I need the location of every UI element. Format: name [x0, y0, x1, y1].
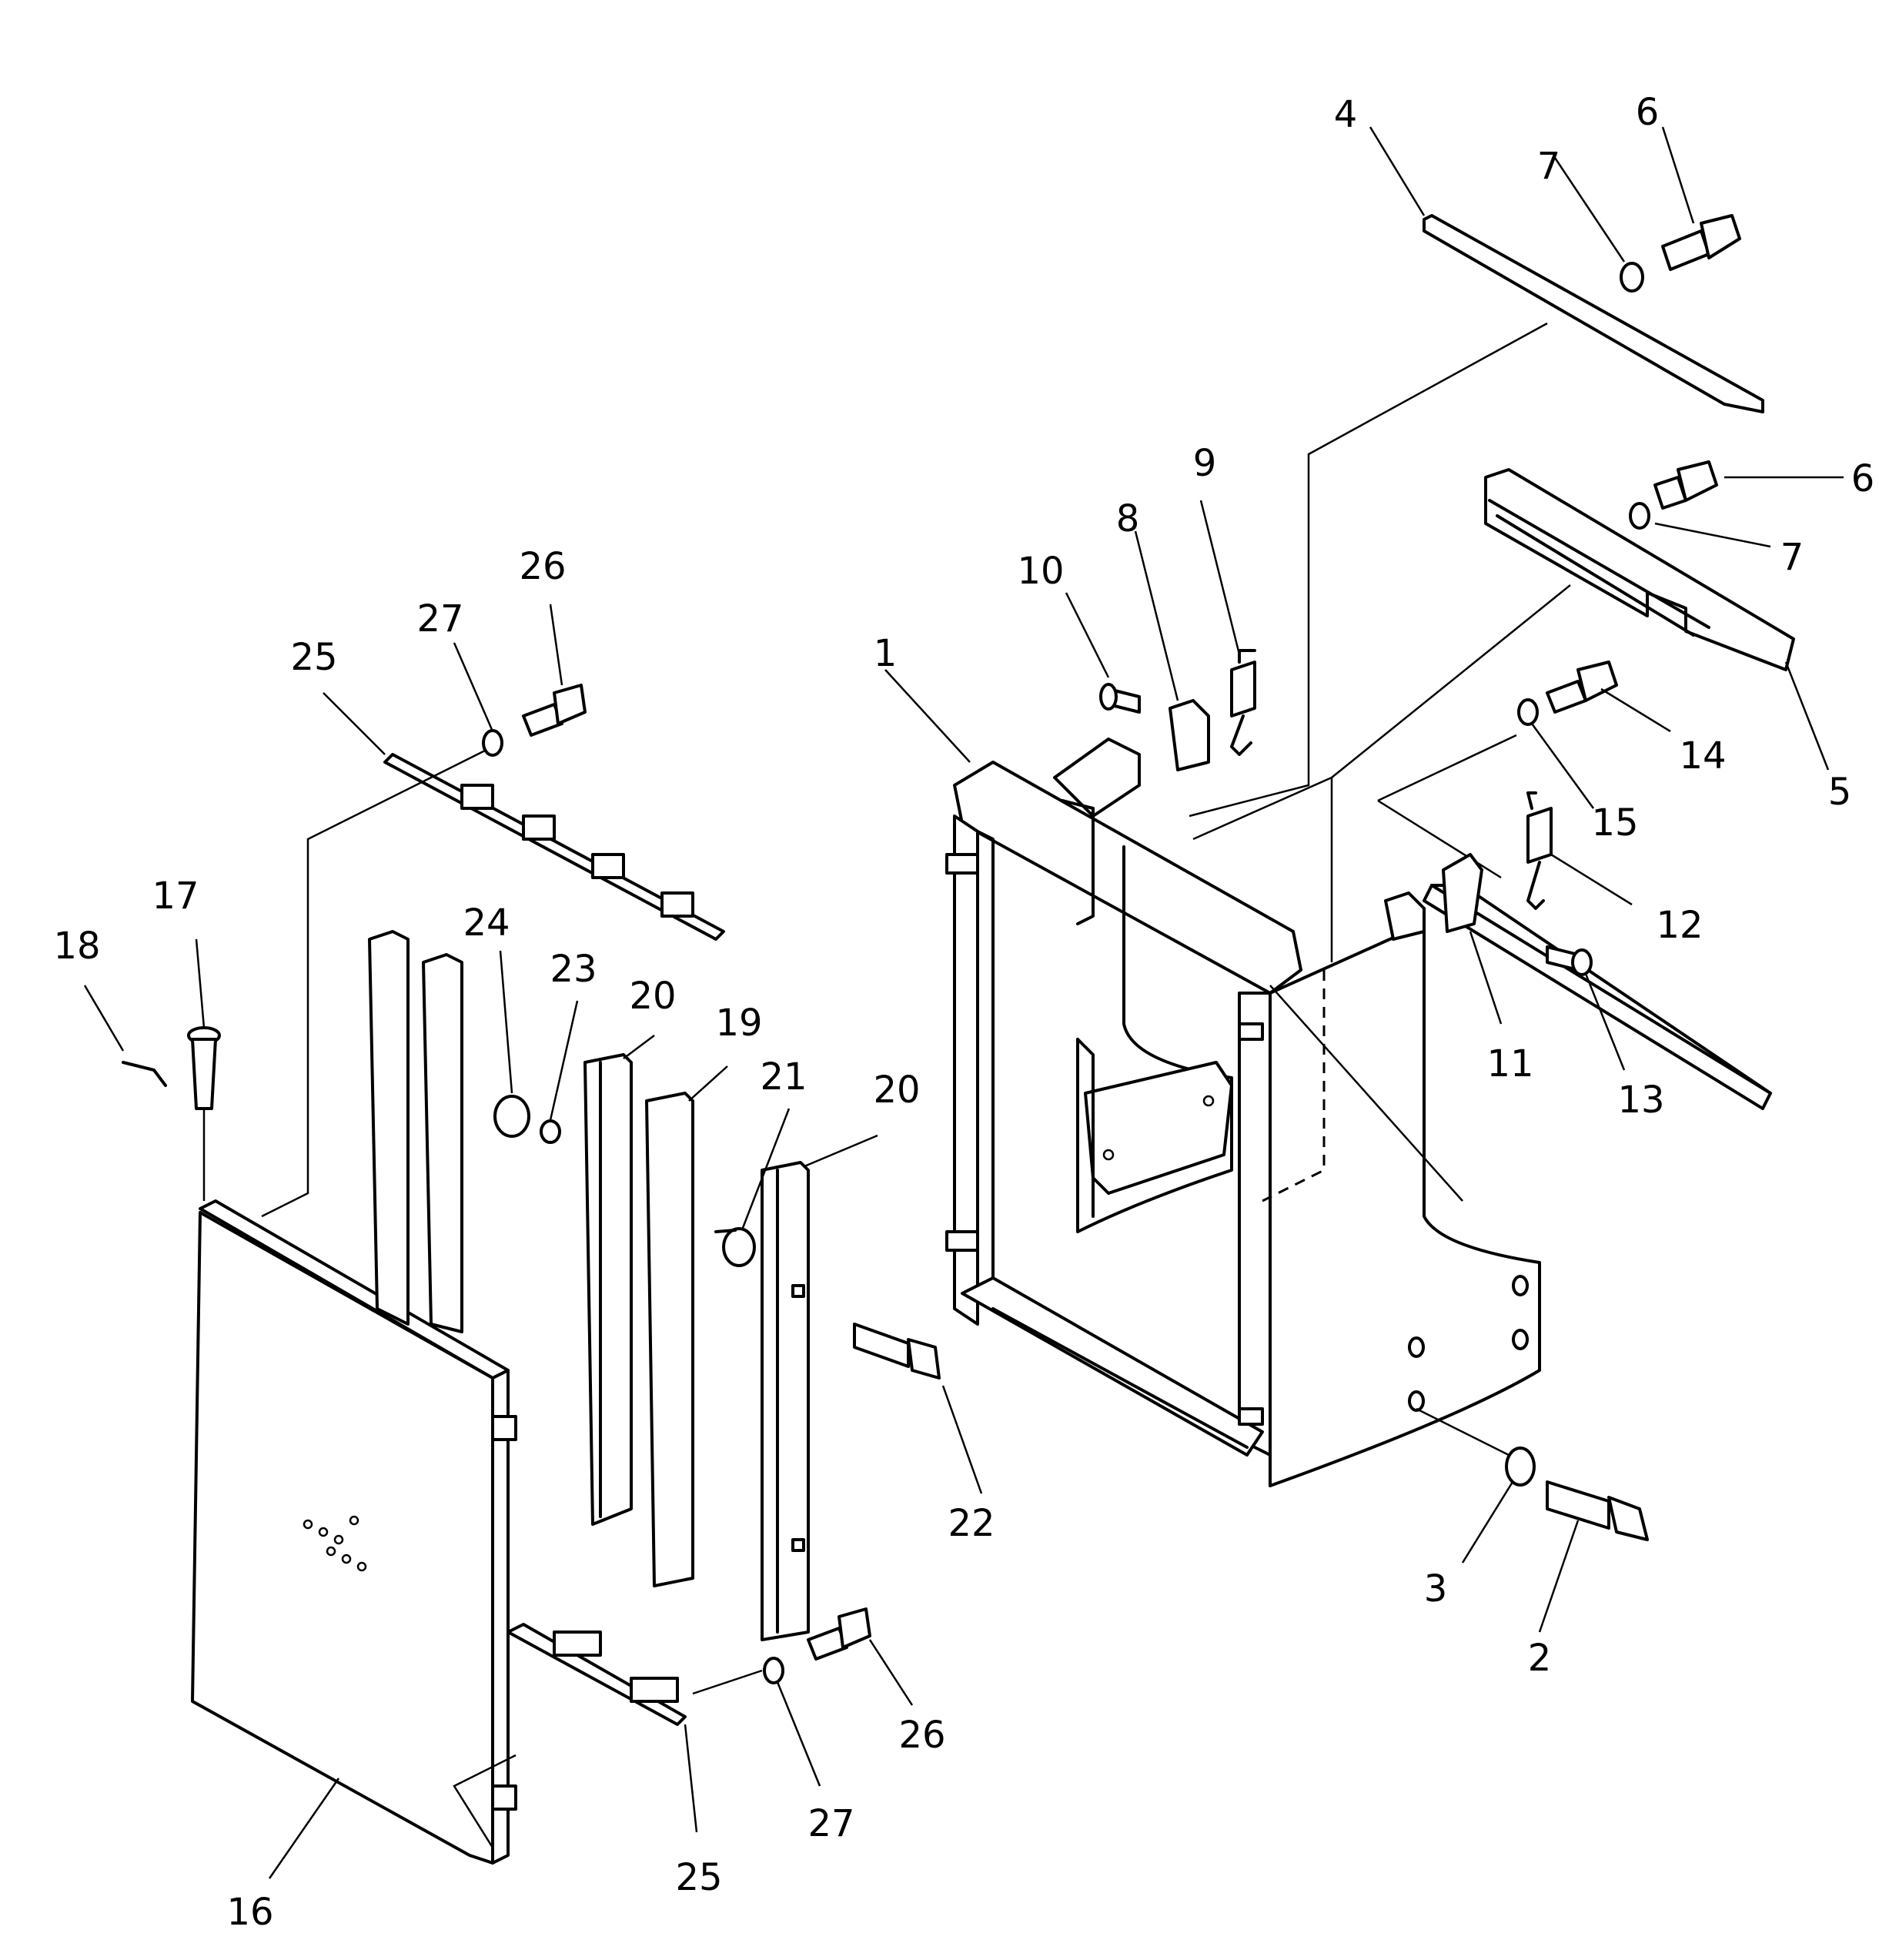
part-20-channel-left	[583, 1053, 633, 1526]
callout-20-left: 20	[629, 975, 676, 1018]
fasteners-right	[1099, 214, 1741, 1541]
callout-27-top: 27	[416, 597, 463, 641]
part-19-bar	[645, 1092, 694, 1587]
callout-24: 24	[463, 901, 510, 945]
callout-6-top: 6	[1636, 91, 1660, 134]
part-25-upper-rail	[383, 753, 725, 941]
callout-4: 4	[1334, 93, 1358, 136]
callout-10: 10	[1017, 550, 1064, 593]
callout-7-right: 7	[1780, 536, 1804, 579]
callout-numbers: 1 2 3 4 5 6 6 7 7 8 9 10 11 12 13 14 15 …	[53, 91, 1874, 1934]
callout-11: 11	[1486, 1042, 1533, 1085]
callout-15: 15	[1591, 801, 1638, 845]
callout-5: 5	[1828, 771, 1852, 814]
callout-1: 1	[874, 632, 898, 675]
callout-7-top: 7	[1537, 145, 1561, 188]
callout-14: 14	[1679, 734, 1726, 778]
callout-20-right: 20	[873, 1069, 920, 1112]
callout-13: 13	[1617, 1079, 1664, 1122]
part-25-lower-rail	[507, 1623, 687, 1726]
part-5-strip	[1484, 468, 1795, 671]
callout-22: 22	[948, 1502, 995, 1545]
part-16-panel	[191, 1199, 517, 1865]
part-1-frame	[945, 738, 1541, 1487]
vertical-strips	[368, 930, 463, 1333]
callout-25-top: 25	[290, 636, 337, 679]
part-4-top-strip	[1423, 214, 1764, 413]
callout-18: 18	[53, 925, 100, 968]
callout-3: 3	[1424, 1567, 1448, 1610]
leader-lines-right	[1189, 322, 1571, 1457]
callout-19: 19	[715, 1002, 762, 1045]
callout-16: 16	[226, 1891, 273, 1934]
leader-lines-left	[202, 749, 763, 1848]
callout-27-bottom: 27	[807, 1802, 854, 1845]
part-20-channel-right	[761, 1161, 810, 1641]
callout-21: 21	[760, 1055, 807, 1099]
callout-2: 2	[1528, 1637, 1552, 1680]
fasteners-left	[122, 684, 941, 1684]
callout-12: 12	[1656, 904, 1703, 947]
callout-26-top: 26	[519, 545, 566, 588]
callout-6-right: 6	[1851, 457, 1875, 500]
callout-leaders	[83, 126, 1844, 1879]
callout-23: 23	[550, 948, 597, 991]
callout-8: 8	[1116, 497, 1140, 540]
callout-9: 9	[1193, 442, 1217, 485]
callout-26-bottom: 26	[898, 1714, 945, 1757]
callout-17: 17	[152, 875, 199, 918]
callout-25-bottom: 25	[675, 1856, 722, 1899]
